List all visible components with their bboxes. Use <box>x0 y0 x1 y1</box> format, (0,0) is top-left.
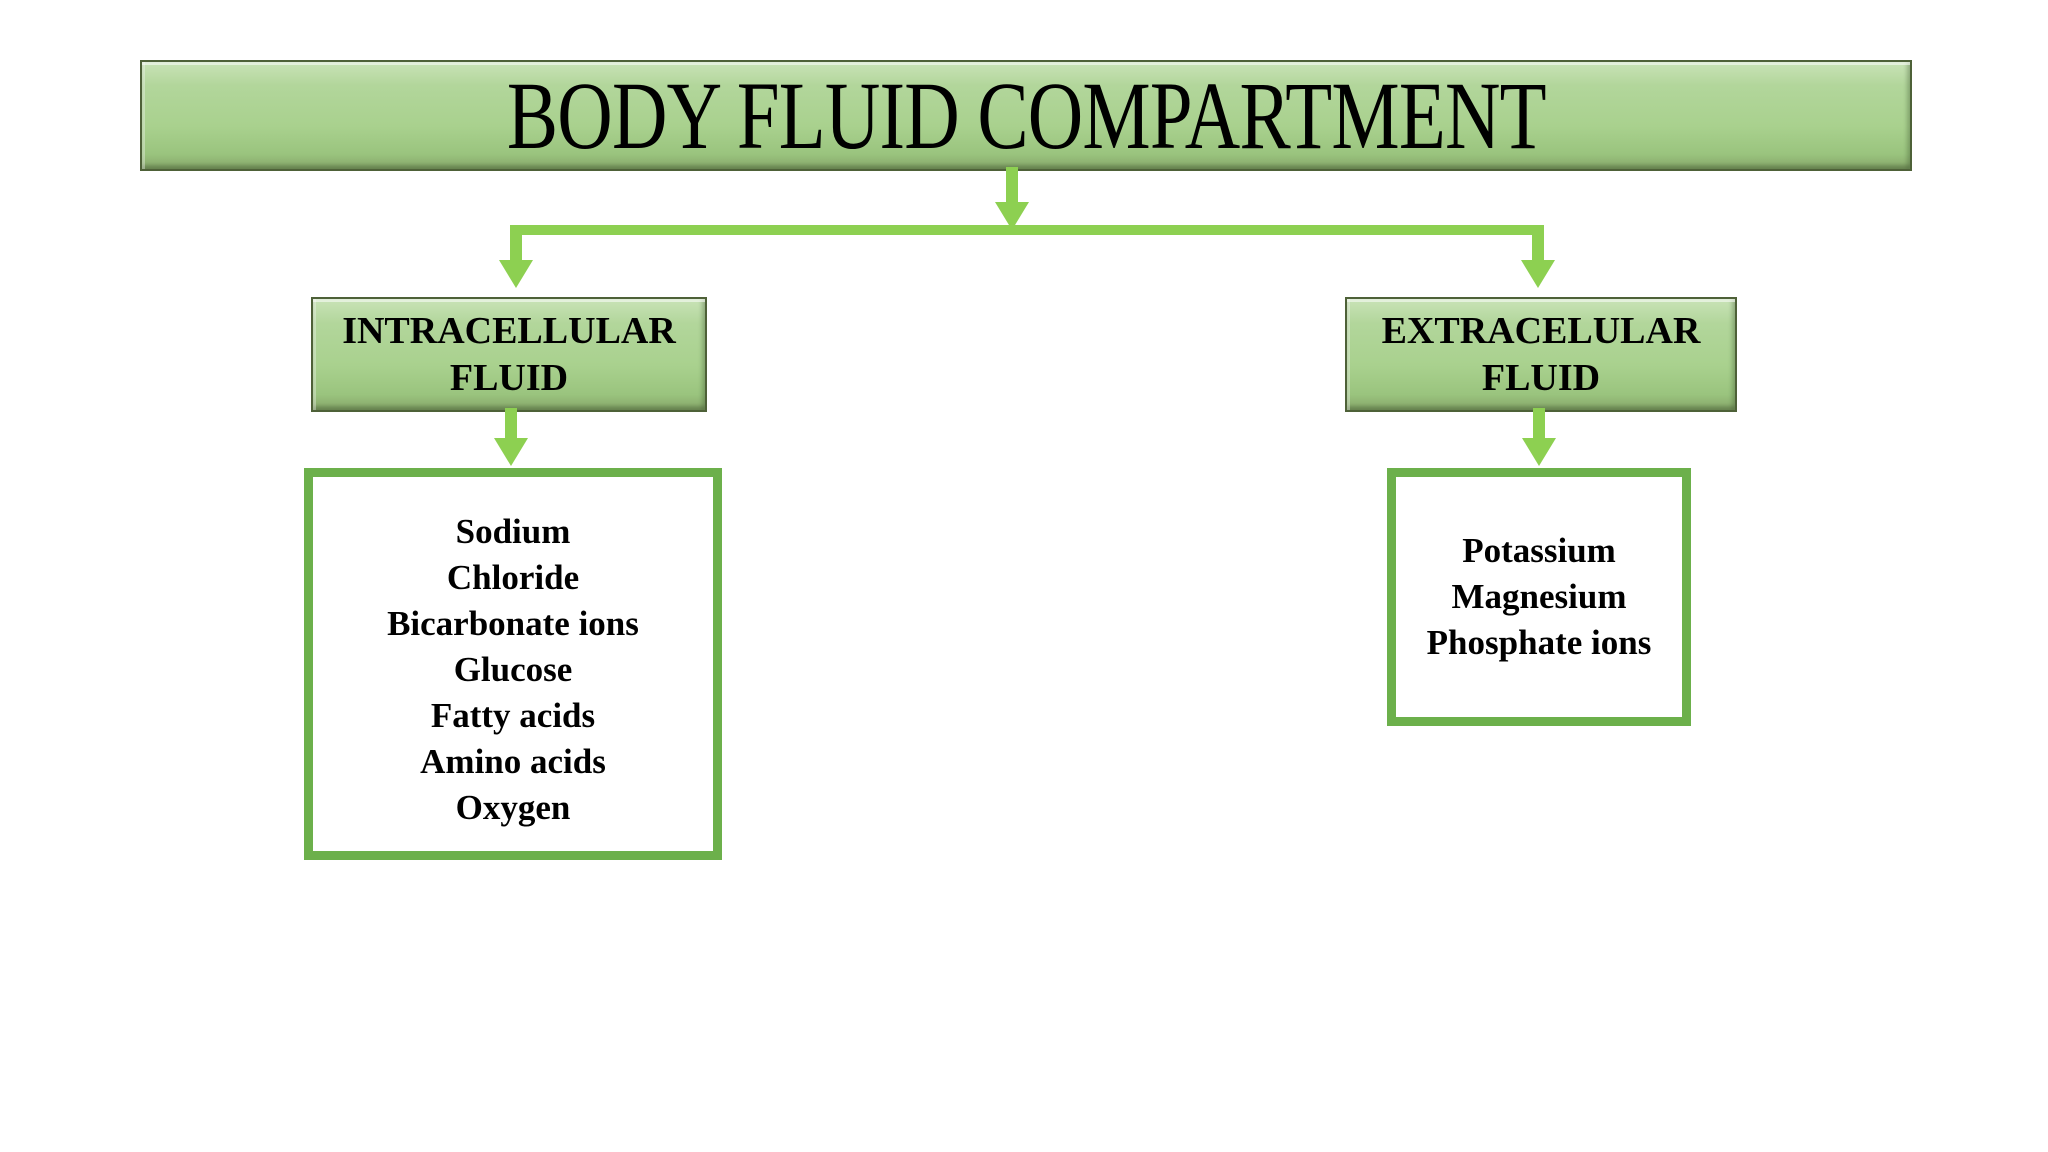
list-item: Oxygen <box>455 788 571 827</box>
connector-horizontal-rail <box>510 225 1544 235</box>
list-item: Magnesium <box>1451 577 1627 616</box>
down-arrowhead-icon <box>499 260 533 288</box>
down-arrowhead-icon <box>1522 438 1556 466</box>
list-item: Glucose <box>453 650 573 689</box>
diagram-title: BODY FLUID COMPARTMENT <box>506 61 1547 169</box>
connector-trunk-stem <box>1006 167 1018 205</box>
root-node-body-fluid-compartment: BODY FLUID COMPARTMENT <box>140 60 1912 171</box>
node-label-line: FLUID <box>449 356 569 399</box>
extracellular-items-box: Potassium Magnesium Phosphate ions <box>1387 468 1691 726</box>
list-item: Fatty acids <box>430 696 596 735</box>
list-item: Potassium <box>1462 531 1616 570</box>
node-label-line: EXTRACELULAR <box>1381 309 1701 352</box>
intracellular-items-box: Sodium Chloride Bicarbonate ions Glucose… <box>304 468 722 860</box>
list-item: Chloride <box>446 558 580 597</box>
node-label-line: FLUID <box>1481 356 1601 399</box>
connector-right-sub-stem <box>1533 408 1545 440</box>
connector-left-sub-stem <box>505 408 517 440</box>
list-item: Bicarbonate ions <box>387 604 639 643</box>
down-arrowhead-icon <box>1521 260 1555 288</box>
connector-right-elbow-stem <box>1532 225 1544 263</box>
list-item: Sodium <box>455 512 571 551</box>
list-item: Phosphate ions <box>1426 623 1652 662</box>
down-arrowhead-icon <box>494 438 528 466</box>
list-item: Amino acids <box>420 742 606 781</box>
node-label-line: INTRACELLULAR <box>342 309 676 352</box>
connector-left-elbow-stem <box>510 225 522 263</box>
node-extracellular-fluid: EXTRACELULAR FLUID <box>1345 297 1737 412</box>
node-intracellular-fluid: INTRACELLULAR FLUID <box>311 297 707 412</box>
